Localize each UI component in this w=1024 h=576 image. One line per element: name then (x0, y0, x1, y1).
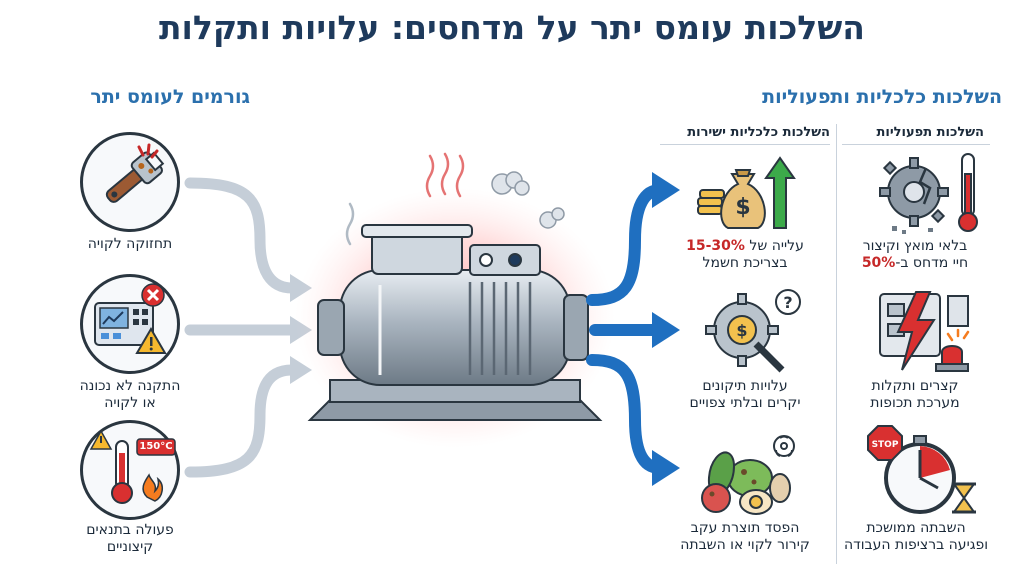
operational-item-downtime: השבתה ממושכת ופגיעה ברציפות העבודה (843, 520, 989, 553)
heat-waves-icon (345, 152, 465, 246)
operational-column-heading: השלכות תפעוליות (876, 125, 984, 140)
cause-label-extreme: פעולה בתנאים קיצוניים (86, 522, 174, 555)
wrench-icon (105, 143, 165, 203)
consequences-heading: השלכות כלכליות ותפעוליות (762, 86, 1002, 108)
output-arrowheads (652, 172, 680, 486)
electric-fault-icon (879, 291, 970, 372)
biohazard-icon (775, 435, 793, 457)
divider (660, 144, 830, 145)
broken-gear-icon (879, 153, 978, 234)
operational-item-wear: בלאי מואץ וקיצור חיי מדחס ב-50% (861, 238, 969, 271)
smoke-icon (491, 171, 565, 229)
economic-item-repairs: עלויות תיקונים יקרים ובלתי צפויים (689, 378, 801, 411)
cause-label-maintenance: תחזוקה לקויה (87, 236, 173, 252)
spoiled-food-icon (701, 435, 795, 515)
economic-item-energy: עלייה של 15-30% בצריכת חשמל (686, 238, 804, 271)
input-arrows (184, 177, 298, 478)
maintenance-circle (80, 132, 180, 232)
stopwatch-icon (867, 425, 976, 514)
causes-heading: גורמים לעומס יתר (90, 86, 250, 108)
economic-item-spoilage: הפסד תוצרת עקב קירור לקוי או השבתה (680, 520, 810, 553)
column-divider (836, 124, 837, 564)
flame-icon (142, 473, 163, 502)
svg-text:$: $ (735, 195, 750, 220)
output-arrows (586, 184, 666, 474)
installation-circle (80, 274, 180, 374)
cause-label-installation: התקנה לא נכונה או לקויה (79, 378, 181, 411)
divider (842, 144, 990, 145)
compressor-icon (307, 224, 603, 421)
repair-gear-icon: $ ? (705, 289, 801, 373)
svg-text:?: ? (783, 293, 792, 312)
temperature-badge: 150°C (139, 441, 173, 452)
control-panel-icon (94, 283, 167, 354)
stop-sign-label: STOP (871, 440, 899, 450)
operational-item-shorts: קצרים ותקלות מערכת תכופות (870, 378, 960, 411)
thermometer-icon (89, 429, 176, 504)
page-title: השלכות עומס יתר על מדחסים: עלויות ותקלות (159, 8, 865, 47)
economic-column-heading: השלכות כלכליות ישירות (687, 125, 830, 140)
svg-text:$: $ (736, 321, 747, 340)
extreme-conditions-circle: 150°C (80, 420, 180, 520)
money-bag-icon: $ (697, 156, 796, 229)
